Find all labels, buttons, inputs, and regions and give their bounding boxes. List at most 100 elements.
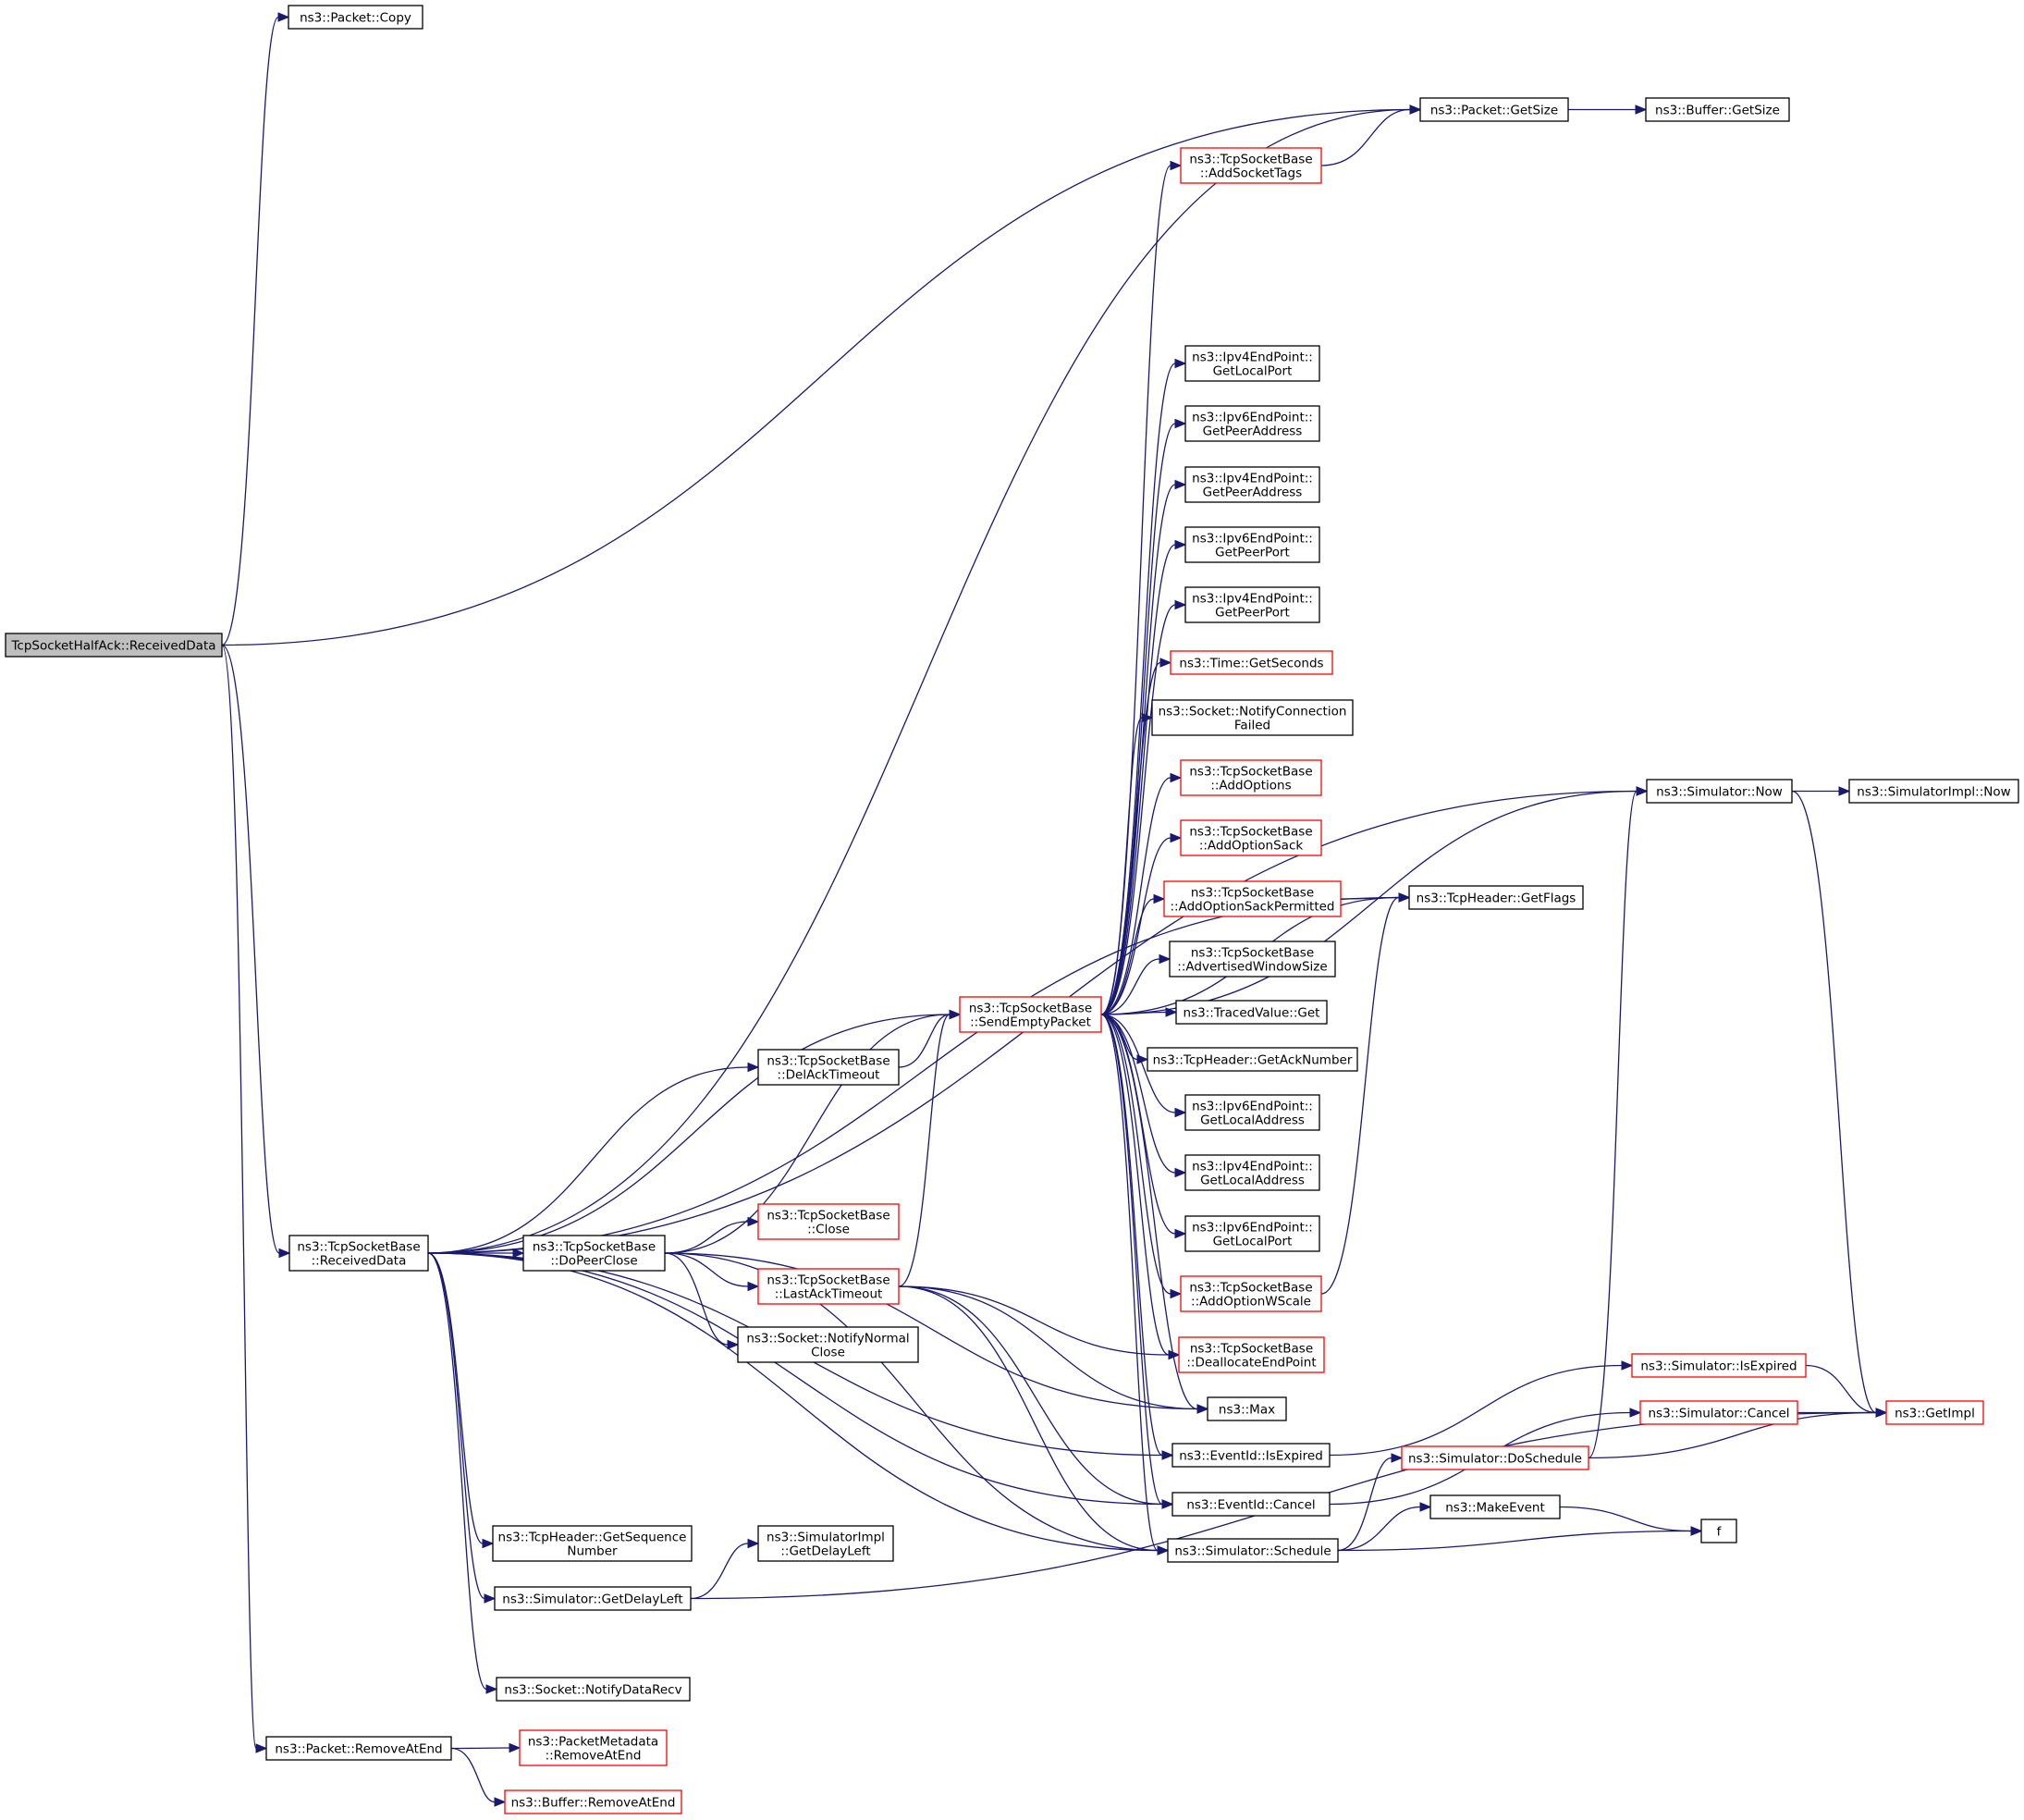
edge-line bbox=[427, 1252, 485, 1600]
arrowhead-icon bbox=[1170, 772, 1183, 783]
node-time_getseconds[interactable]: ns3::Time::GetSeconds bbox=[1170, 650, 1333, 675]
edge-line bbox=[1100, 661, 1161, 1015]
node-label: ns3::TracedValue::Get bbox=[1184, 1006, 1320, 1021]
node-label: TcpSocketHalfAck::ReceivedData bbox=[10, 639, 215, 654]
edge-receiveddata-to-pkt_getsize bbox=[427, 105, 1422, 1254]
node-addoptions[interactable]: ns3::TcpSocketBase::AddOptions bbox=[1180, 759, 1322, 796]
node-getimpl[interactable]: ns3::GetImpl bbox=[1885, 1400, 1984, 1425]
node-pktmeta_removeatend[interactable]: ns3::PacketMetadata::RemoveAtEnd bbox=[519, 1729, 668, 1766]
node-label: ns3::Simulator::Now bbox=[1656, 785, 1783, 800]
edges-layer bbox=[221, 12, 1888, 1807]
node-ipv6_getpeeraddress[interactable]: ns3::Ipv6EndPoint::GetPeerAddress bbox=[1184, 405, 1320, 442]
node-label: ::LastAckTimeout bbox=[775, 1287, 883, 1302]
nodes-layer: TcpSocketHalfAck::ReceivedDatans3::Packe… bbox=[5, 5, 2019, 1814]
edge-line bbox=[1100, 1014, 1176, 1174]
node-makeevent[interactable]: ns3::MakeEvent bbox=[1429, 1494, 1561, 1519]
node-sim_schedule[interactable]: ns3::Simulator::Schedule bbox=[1167, 1538, 1339, 1563]
edge-dopeerclose-to-notifynormalclose bbox=[664, 1252, 740, 1350]
node-max[interactable]: ns3::Max bbox=[1207, 1396, 1287, 1421]
node-eventid_isexpired[interactable]: ns3::EventId::IsExpired bbox=[1171, 1443, 1331, 1468]
node-simimpl_now[interactable]: ns3::SimulatorImpl::Now bbox=[1848, 779, 2019, 804]
node-label: ns3::TcpSocketBase bbox=[1189, 765, 1312, 780]
arrowhead-icon bbox=[747, 1538, 760, 1549]
node-sim_cancel[interactable]: ns3::Simulator::Cancel bbox=[1639, 1400, 1798, 1425]
node-addsockettags[interactable]: ns3::TcpSocketBase::AddSocketTags bbox=[1180, 147, 1322, 184]
node-box bbox=[959, 996, 1102, 1033]
edge-sendemptypacket-to-ipv4_getlocalport bbox=[1100, 358, 1187, 1015]
node-getacknumber[interactable]: ns3::TcpHeader::GetAckNumber bbox=[1147, 1047, 1358, 1072]
edge-line bbox=[427, 1252, 487, 1691]
node-label: GetPeerPort bbox=[1215, 546, 1290, 560]
edge-sim_schedule-to-sim_doschedule bbox=[1337, 1453, 1404, 1552]
node-sim_doschedule[interactable]: ns3::Simulator::DoSchedule bbox=[1401, 1445, 1589, 1470]
edge-line bbox=[221, 644, 280, 1254]
node-buf_removeatend[interactable]: ns3::Buffer::RemoveAtEnd bbox=[504, 1789, 682, 1814]
node-label: ns3::Buffer::GetSize bbox=[1655, 104, 1780, 118]
node-pkt_copy[interactable]: ns3::Packet::Copy bbox=[288, 5, 423, 30]
node-box bbox=[757, 1268, 900, 1305]
arrowhead-icon bbox=[1168, 1349, 1181, 1360]
edge-line bbox=[450, 1747, 510, 1750]
node-box bbox=[1169, 941, 1336, 978]
node-root[interactable]: TcpSocketHalfAck::ReceivedData bbox=[5, 633, 223, 658]
edge-sim_isexpired-to-getimpl bbox=[1805, 1364, 1888, 1418]
arrowhead-icon bbox=[1690, 1526, 1703, 1536]
node-close[interactable]: ns3::TcpSocketBase::Close bbox=[757, 1203, 900, 1240]
node-addoptionsackperm[interactable]: ns3::TcpSocketBase::AddOptionSackPermitt… bbox=[1163, 880, 1342, 917]
node-addoptionsack[interactable]: ns3::TcpSocketBase::AddOptionSack bbox=[1180, 819, 1322, 856]
node-sendemptypacket[interactable]: ns3::TcpSocketBase::SendEmptyPacket bbox=[959, 996, 1102, 1033]
node-sim_isexpired[interactable]: ns3::Simulator::IsExpired bbox=[1631, 1353, 1807, 1378]
edge-root-to-pkt_removeatend bbox=[221, 644, 268, 1753]
node-sim_getdelayleft[interactable]: ns3::Simulator::GetDelayLeft bbox=[494, 1586, 692, 1611]
edge-sendemptypacket-to-addoptions bbox=[1100, 772, 1183, 1015]
node-label: ns3::TcpSocketBase bbox=[1191, 886, 1314, 901]
node-label: ns3::TcpSocketBase bbox=[767, 1209, 889, 1224]
node-advwindowsize[interactable]: ns3::TcpSocketBase::AdvertisedWindowSize bbox=[1169, 941, 1336, 978]
node-ipv4_getlocaladdress[interactable]: ns3::Ipv4EndPoint::GetLocalAddress bbox=[1184, 1154, 1320, 1191]
arrowhead-icon bbox=[949, 1009, 962, 1020]
node-box bbox=[757, 1203, 900, 1240]
node-addoptionwscale[interactable]: ns3::TcpSocketBase::AddOptionWScale bbox=[1180, 1275, 1322, 1312]
node-tracedvalue_get[interactable]: ns3::TracedValue::Get bbox=[1175, 1000, 1328, 1025]
node-label: GetPeerPort bbox=[1215, 606, 1290, 621]
node-delacktimeout[interactable]: ns3::TcpSocketBase::DelAckTimeout bbox=[757, 1049, 900, 1086]
node-deallocateendpoint[interactable]: ns3::TcpSocketBase::DeallocateEndPoint bbox=[1178, 1336, 1325, 1373]
node-dopeerclose[interactable]: ns3::TcpSocketBase::DoPeerClose bbox=[522, 1235, 666, 1272]
edge-line bbox=[898, 1285, 1170, 1356]
node-buf_getsize[interactable]: ns3::Buffer::GetSize bbox=[1645, 97, 1790, 122]
node-ipv6_getpeerport[interactable]: ns3::Ipv6EndPoint::GetPeerPort bbox=[1184, 526, 1320, 563]
node-eventid_cancel[interactable]: ns3::EventId::Cancel bbox=[1171, 1492, 1331, 1517]
node-f[interactable]: f bbox=[1700, 1519, 1737, 1543]
node-ipv4_getpeeraddress[interactable]: ns3::Ipv4EndPoint::GetPeerAddress bbox=[1184, 466, 1320, 503]
node-box bbox=[496, 1677, 691, 1702]
node-simimpl_getdelayleft[interactable]: ns3::SimulatorImpl::GetDelayLeft bbox=[757, 1525, 894, 1562]
edge-sendemptypacket-to-sim_schedule bbox=[1100, 1014, 1170, 1556]
edge-line bbox=[1100, 1014, 1163, 1457]
node-pkt_getsize[interactable]: ns3::Packet::GetSize bbox=[1419, 97, 1569, 122]
arrowhead-icon bbox=[1157, 1545, 1170, 1556]
node-ipv6_getlocalport[interactable]: ns3::Ipv6EndPoint::GetLocalPort bbox=[1184, 1215, 1320, 1252]
node-box bbox=[757, 1525, 894, 1562]
node-label: GetLocalAddress bbox=[1200, 1174, 1305, 1188]
node-lastacktimeout[interactable]: ns3::TcpSocketBase::LastAckTimeout bbox=[757, 1268, 900, 1305]
node-getflags[interactable]: ns3::TcpHeader::GetFlags bbox=[1408, 885, 1584, 910]
node-ipv4_getpeerport[interactable]: ns3::Ipv4EndPoint::GetPeerPort bbox=[1184, 586, 1320, 623]
node-sim_now[interactable]: ns3::Simulator::Now bbox=[1646, 779, 1793, 804]
node-ipv6_getlocaladdress[interactable]: ns3::Ipv6EndPoint::GetLocalAddress bbox=[1184, 1094, 1320, 1131]
node-ipv4_getlocalport[interactable]: ns3::Ipv4EndPoint::GetLocalPort bbox=[1184, 345, 1320, 382]
node-label: ns3::PacketMetadata bbox=[528, 1735, 658, 1750]
node-label: ns3::TcpSocketBase bbox=[969, 1002, 1092, 1016]
node-label: ns3::TcpSocketBase bbox=[1190, 1342, 1313, 1357]
arrowhead-icon bbox=[747, 1062, 760, 1073]
arrowhead-icon bbox=[1165, 1007, 1178, 1017]
node-receiveddata[interactable]: ns3::TcpSocketBase::ReceivedData bbox=[288, 1235, 429, 1272]
node-box bbox=[504, 1789, 682, 1814]
arrowhead-icon bbox=[1174, 539, 1187, 550]
node-notifydatarecv[interactable]: ns3::Socket::NotifyDataRecv bbox=[496, 1677, 691, 1702]
edge-line bbox=[664, 1252, 749, 1287]
node-pkt_removeatend[interactable]: ns3::Packet::RemoveAtEnd bbox=[265, 1736, 452, 1761]
edge-line bbox=[1320, 896, 1400, 1295]
